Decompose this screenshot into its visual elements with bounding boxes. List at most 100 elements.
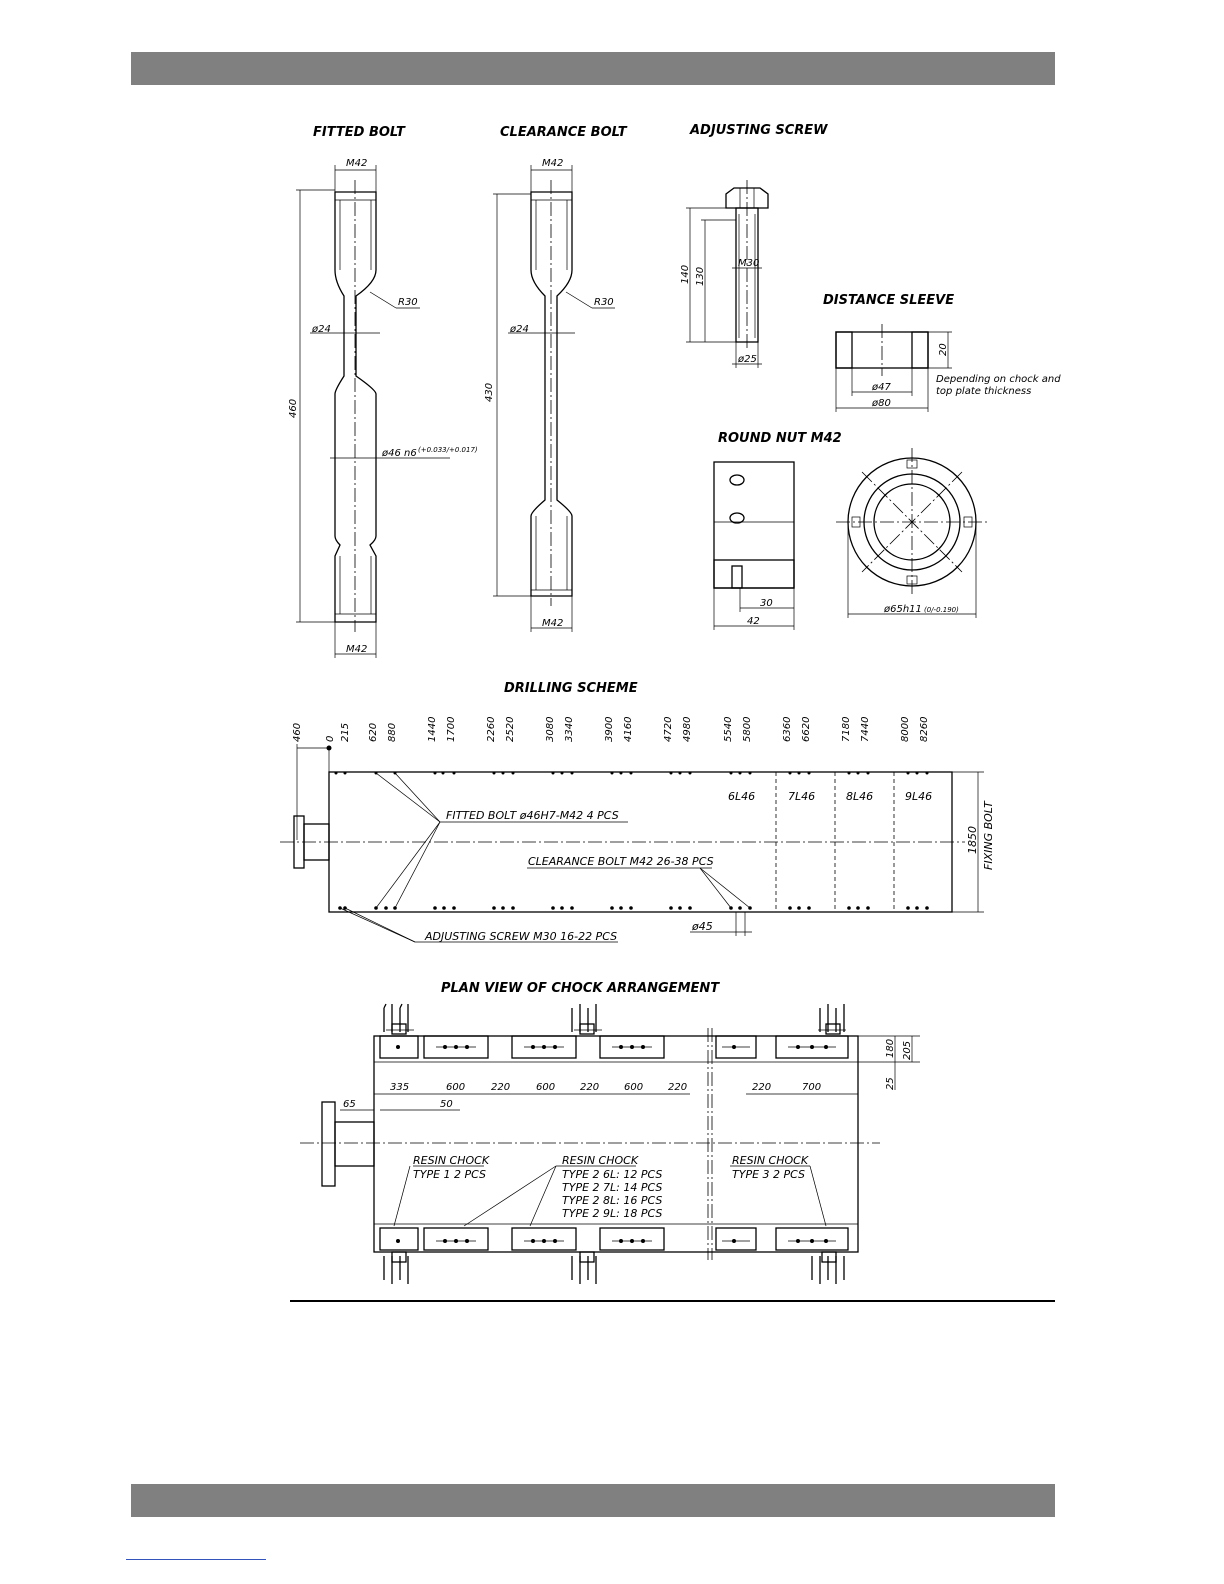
- hole-diameter-label: ø45: [691, 920, 713, 933]
- engine-label-6l46: 6L46: [728, 790, 755, 803]
- pos-label: 7180: [841, 717, 852, 742]
- dim-65: 65: [343, 1099, 356, 1110]
- round-nut-tolerance: (0/-0.190): [924, 606, 959, 614]
- dim-180: 180: [885, 1039, 896, 1058]
- pos-label: 620: [368, 723, 379, 742]
- pos-label: 460: [292, 723, 303, 742]
- round-nut-42-label: 42: [747, 616, 760, 627]
- clearance-bolt-length-label: 430: [484, 383, 495, 402]
- scheme-width-label: 1850: [966, 826, 979, 854]
- chock-row-bottom: [379, 1227, 849, 1251]
- resin-chock-2-title: RESIN CHOCK: [562, 1154, 639, 1167]
- fitted-bolt-length-label: 460: [288, 399, 299, 418]
- adjusting-screw-title: ADJUSTING SCREW: [689, 123, 828, 138]
- dim-600-a: 600: [446, 1082, 465, 1093]
- engine-label-9l46: 9L46: [905, 790, 932, 803]
- clearance-bolt-thread-top-label: M42: [542, 158, 563, 169]
- round-nut-drawing: ROUND NUT M42 30 42 ø65h11 (0/-0.190): [713, 431, 988, 630]
- clearance-bolt-title: CLEARANCE BOLT: [500, 125, 628, 140]
- dim-205: 205: [902, 1041, 913, 1060]
- pos-label: 8260: [919, 717, 930, 742]
- resin-chock-2-line-3: TYPE 2 8L: 16 PCS: [562, 1194, 662, 1207]
- fitted-bolt-note: FITTED BOLT ø46H7-M42 4 PCS: [446, 809, 619, 822]
- pos-label: 1700: [446, 717, 457, 742]
- resin-chock-1-type: TYPE 1 2 PCS: [413, 1168, 486, 1181]
- drilling-scheme-drawing: DRILLING SCHEME 460 0 215 620 880 1440 1…: [280, 681, 995, 943]
- pos-label: 3080: [545, 717, 556, 742]
- fitted-bolt-drawing: FITTED BOLT M42 460 ø24 R30 ø46 n6 (+0.0…: [288, 125, 478, 658]
- pos-label: 7440: [860, 717, 871, 742]
- resin-chock-3-type: TYPE 3 2 PCS: [732, 1168, 805, 1181]
- pos-label: 5800: [742, 717, 753, 742]
- fitted-bolt-thread-bottom-label: M42: [346, 644, 367, 655]
- pos-label: 6620: [801, 717, 812, 742]
- fitted-bolt-title: FITTED BOLT: [313, 125, 406, 140]
- distance-sleeve-drawing: DISTANCE SLEEVE 20 ø47 ø80 Depending on …: [823, 293, 1061, 412]
- pos-label: 1440: [427, 717, 438, 742]
- fitted-bolt-tolerance: (+0.033/+0.017): [418, 446, 478, 454]
- adjusting-screw-dia-label: ø25: [737, 354, 757, 365]
- round-nut-title: ROUND NUT M42: [718, 431, 842, 446]
- adjusting-screw-thread-length-label: 130: [695, 267, 706, 286]
- dim-50: 50: [440, 1099, 453, 1110]
- dim-335: 335: [390, 1082, 409, 1093]
- dim-220-b: 220: [580, 1082, 599, 1093]
- pos-label: 2520: [505, 717, 516, 742]
- drilling-position-labels: 460 0 215 620 880 1440 1700 2260 2520 30…: [292, 717, 930, 742]
- dim-700: 700: [802, 1082, 821, 1093]
- clearance-bolt-radius-label: R30: [594, 297, 614, 308]
- drill-holes-bottom: [338, 906, 929, 910]
- pos-label: 3340: [564, 717, 575, 742]
- pos-label: 5540: [723, 717, 734, 742]
- dim-600-c: 600: [624, 1082, 643, 1093]
- fixing-bolt-label: FIXING BOLT: [982, 800, 995, 870]
- pos-label: 215: [340, 723, 351, 742]
- dim-600-b: 600: [536, 1082, 555, 1093]
- distance-sleeve-height-label: 20: [938, 343, 949, 356]
- adjusting-screw-drawing: ADJUSTING SCREW 140 130 M30 ø25: [680, 123, 828, 368]
- distance-sleeve-inner-label: ø47: [871, 382, 891, 393]
- clearance-bolt-shank-label: ø24: [509, 324, 529, 335]
- fitted-bolt-thread-top-label: M42: [346, 158, 367, 169]
- fitted-bolt-fit-label: ø46 n6: [381, 448, 417, 459]
- resin-chock-3-title: RESIN CHOCK: [732, 1154, 809, 1167]
- chock-row-top: [379, 1035, 849, 1059]
- round-nut-30-label: 30: [760, 598, 773, 609]
- pos-label: 4720: [663, 717, 674, 742]
- resin-chock-notes: RESIN CHOCK TYPE 1 2 PCS RESIN CHOCK TYP…: [393, 1154, 827, 1227]
- pos-label: 8000: [900, 717, 911, 742]
- plan-view-drawing: PLAN VIEW OF CHOCK ARRANGEMENT: [300, 981, 920, 1284]
- drill-holes-top: [334, 771, 929, 775]
- pos-label: 4980: [682, 717, 693, 742]
- dim-220-d: 220: [752, 1082, 771, 1093]
- pos-label: 4160: [623, 717, 634, 742]
- distance-sleeve-note-1: Depending on chock and: [936, 374, 1061, 385]
- adjusting-screw-length-label: 140: [680, 265, 691, 284]
- resin-chock-2-line-4: TYPE 2 9L: 18 PCS: [562, 1207, 662, 1220]
- dim-25: 25: [885, 1077, 896, 1090]
- pos-label: 0: [325, 736, 336, 742]
- footer-band: [131, 1484, 1055, 1517]
- dim-220-a: 220: [491, 1082, 510, 1093]
- footer-link-underline: [126, 1559, 266, 1560]
- distance-sleeve-title: DISTANCE SLEEVE: [823, 293, 954, 308]
- pos-label: 6360: [782, 717, 793, 742]
- distance-sleeve-outer-label: ø80: [871, 398, 891, 409]
- distance-sleeve-note-2: top plate thickness: [936, 386, 1031, 397]
- plan-view-title: PLAN VIEW OF CHOCK ARRANGEMENT: [441, 981, 720, 996]
- plan-view-dimensions: 335 600 220 600 220 600 220 220 700 65 5…: [340, 1035, 920, 1111]
- clearance-bolt-thread-bottom-label: M42: [542, 618, 563, 629]
- pos-label: 2260: [486, 717, 497, 742]
- resin-chock-1-title: RESIN CHOCK: [413, 1154, 490, 1167]
- engine-label-8l46: 8L46: [846, 790, 873, 803]
- adjusting-screw-note: ADJUSTING SCREW M30 16-22 PCS: [424, 930, 617, 943]
- pos-label: 3900: [604, 717, 615, 742]
- header-band: [131, 52, 1055, 85]
- jack-bolt-symbols: [383, 1003, 846, 1284]
- clearance-bolt-note: CLEARANCE BOLT M42 26-38 PCS: [528, 855, 714, 868]
- adjusting-screw-thread-label: M30: [738, 258, 759, 269]
- dim-220-c: 220: [668, 1082, 687, 1093]
- fitted-bolt-shank-label: ø24: [311, 324, 331, 335]
- clearance-bolt-drawing: CLEARANCE BOLT M42 430 ø24 R30 M42: [484, 125, 628, 632]
